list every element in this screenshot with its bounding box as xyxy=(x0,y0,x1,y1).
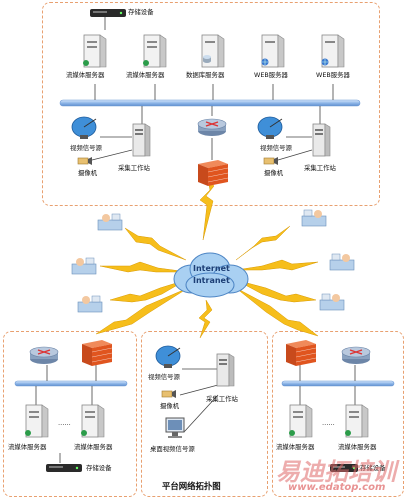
storage-device-icon xyxy=(46,464,82,472)
cloud-label-internet: Internet xyxy=(193,264,230,273)
top-server-label-4: WEB服务器 xyxy=(254,71,288,79)
camera-icon xyxy=(77,157,92,165)
storage-device-icon xyxy=(90,9,126,17)
streaming-server-icon xyxy=(81,404,105,438)
storage-device-icon xyxy=(330,464,358,472)
bottom-right-server-label-1: 流媒体服务器 xyxy=(276,443,315,451)
internet-cloud-icon xyxy=(173,252,249,298)
streaming-server-icon xyxy=(83,34,107,68)
bottom-left-ellipsis: …… xyxy=(58,419,71,427)
top-server-label-1: 流媒体服务器 xyxy=(66,71,105,79)
bottom-camera-label: 摄像机 xyxy=(160,402,180,410)
remote-user-icon xyxy=(329,253,355,271)
desktop-monitor-icon xyxy=(165,417,185,438)
top-video-source-label-2: 视频信号源 xyxy=(260,144,292,152)
bottom-right-server-label-2: 流媒体服务器 xyxy=(338,443,377,451)
bottom-desktop-source-label: 桌面视频信号源 xyxy=(150,445,195,453)
top-workstation-label-1: 采集工作站 xyxy=(118,164,150,172)
watermark-brand: 易迪拓培训 xyxy=(276,458,396,486)
top-network-bus xyxy=(59,99,361,107)
top-camera-label-1: 摄像机 xyxy=(78,169,98,177)
streaming-server-icon xyxy=(143,34,167,68)
top-workstation-label-2: 采集工作站 xyxy=(304,164,336,172)
remote-user-icon xyxy=(97,213,123,231)
bottom-left-server-label-1: 流媒体服务器 xyxy=(8,443,47,451)
bottom-right-region xyxy=(272,331,404,497)
bottom-left-storage-label: 存储设备 xyxy=(86,464,112,472)
web-server-icon xyxy=(261,34,285,68)
router-icon xyxy=(29,346,59,364)
database-server-icon xyxy=(201,34,225,68)
remote-user-icon xyxy=(71,257,97,275)
top-storage-label: 存储设备 xyxy=(128,8,154,16)
streaming-server-icon xyxy=(345,404,369,438)
streaming-server-icon xyxy=(289,404,313,438)
firewall-icon xyxy=(198,160,229,186)
satellite-dish-icon xyxy=(257,116,283,139)
top-camera-label-2: 摄像机 xyxy=(264,169,284,177)
web-server-icon xyxy=(321,34,345,68)
lightning-bolt xyxy=(198,299,213,339)
camera-icon xyxy=(161,390,176,398)
satellite-dish-icon xyxy=(155,345,181,368)
top-server-label-3: 数据库服务器 xyxy=(186,71,225,79)
top-server-label-5: WEB服务器 xyxy=(316,71,350,79)
lightning-bolt xyxy=(199,179,215,241)
streaming-server-icon xyxy=(25,404,49,438)
workstation-tower-icon xyxy=(132,123,151,157)
firewall-icon xyxy=(286,340,317,366)
firewall-icon xyxy=(82,340,113,366)
workstation-tower-icon xyxy=(216,353,235,387)
bottom-left-server-label-2: 流媒体服务器 xyxy=(74,443,113,451)
lightning-bolt xyxy=(235,225,291,261)
bottom-right-storage-label: 存储设备 xyxy=(360,464,386,472)
bottom-video-source-label: 视频信号源 xyxy=(148,373,180,381)
bottom-middle-region xyxy=(141,331,268,497)
watermark-url: www.edatop.com xyxy=(288,482,386,493)
router-icon xyxy=(341,346,371,364)
bottom-right-ellipsis: …… xyxy=(322,419,335,427)
remote-user-icon xyxy=(77,295,103,313)
bottom-workstation-label: 采集工作站 xyxy=(206,395,238,403)
bottom-left-network-bus xyxy=(14,380,128,387)
top-video-source-label-1: 视频信号源 xyxy=(70,144,102,152)
bottom-left-region xyxy=(3,331,137,497)
lightning-bolt xyxy=(124,227,187,261)
top-server-label-2: 流媒体服务器 xyxy=(126,71,165,79)
workstation-tower-icon xyxy=(312,123,331,157)
remote-user-icon xyxy=(301,209,327,227)
cloud-label-intranet: Intranet xyxy=(193,276,230,285)
satellite-dish-icon xyxy=(71,116,97,139)
camera-icon xyxy=(263,157,278,165)
bottom-right-network-bus xyxy=(281,380,395,387)
remote-user-icon xyxy=(319,293,345,311)
router-icon xyxy=(197,118,227,136)
diagram-title: 平台网络拓扑图 xyxy=(162,481,221,491)
